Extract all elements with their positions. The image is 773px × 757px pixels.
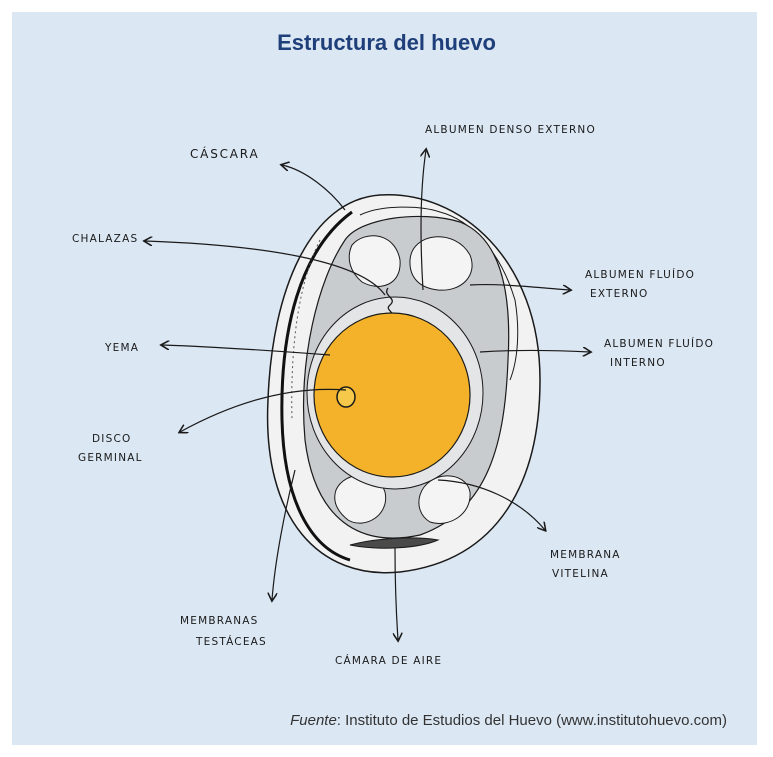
label-albumen-fluido-externo-1: ALBUMEN FLUÍDO <box>585 268 695 281</box>
yolk <box>313 312 471 478</box>
label-membrana-vitelina-1: MEMBRANA <box>550 549 621 561</box>
germinal-disc <box>336 386 356 408</box>
source-note: Fuente: Instituto de Estudios del Huevo … <box>290 712 727 729</box>
label-albumen-fluido-interno-2: INTERNO <box>610 357 666 369</box>
source-prefix: Fuente <box>290 712 337 729</box>
label-cascara: CÁSCARA <box>190 146 259 161</box>
label-membranas-testaceas-1: MEMBRANAS <box>180 615 259 627</box>
figure-title: Estructura del huevo <box>277 30 496 55</box>
label-membranas-testaceas-2: TESTÁCEAS <box>195 635 267 648</box>
label-disco-2: GERMINAL <box>78 452 143 464</box>
label-yema: YEMA <box>104 342 139 354</box>
label-camara-aire: CÁMARA DE AIRE <box>335 654 442 667</box>
air-chamber <box>349 537 440 549</box>
source-text: : Instituto de Estudios del Huevo (www.i… <box>336 712 727 729</box>
label-chalazas: CHALAZAS <box>72 233 138 245</box>
label-albumen-denso: ALBUMEN DENSO EXTERNO <box>425 124 596 136</box>
label-albumen-fluido-externo-2: EXTERNO <box>590 288 649 300</box>
label-membrana-vitelina-2: VITELINA <box>552 568 609 580</box>
label-disco-1: DISCO <box>92 433 131 445</box>
labels: CÁSCARA ALBUMEN DENSO EXTERNO CHALAZAS A… <box>72 124 714 667</box>
leader-arrows <box>145 150 590 640</box>
label-albumen-fluido-interno-1: ALBUMEN FLUÍDO <box>604 337 714 350</box>
